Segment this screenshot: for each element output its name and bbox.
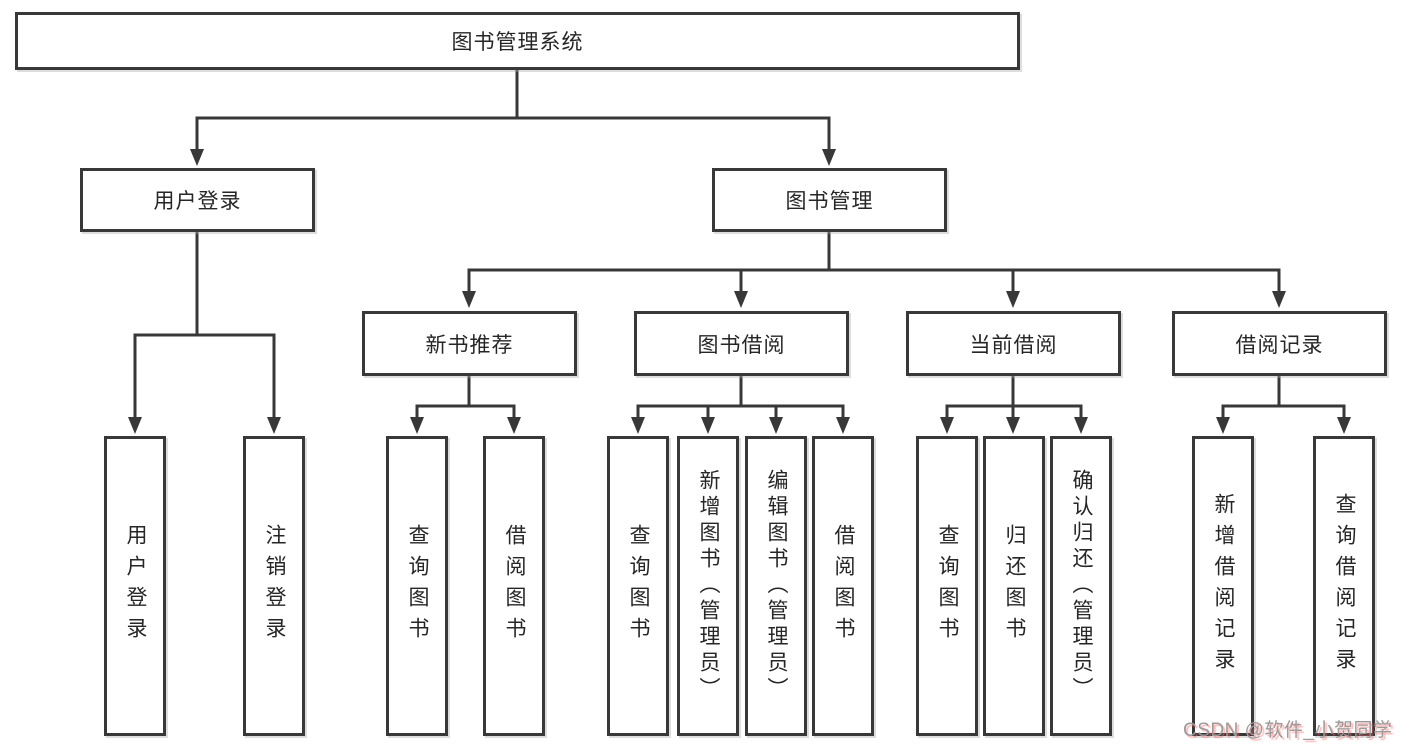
arrowheads: [128, 149, 1351, 434]
leaf-borrowing-edit-books-admin: 编辑图书（管理员）: [745, 436, 807, 736]
leaf-current-return-books: 归还图书: [983, 436, 1045, 736]
node-user-login: 用户登录: [80, 168, 315, 232]
leaf-recommend-query-books: 查询图书: [386, 436, 448, 736]
leaf-current-confirm-return-admin: 确认归还（管理员）: [1050, 436, 1112, 736]
leaf-borrowing-query-books: 查询图书: [607, 436, 669, 736]
node-borrowing-records: 借阅记录: [1172, 311, 1387, 376]
leaf-borrowing-borrow-books: 借阅图书: [812, 436, 874, 736]
node-new-book-recommendation: 新书推荐: [362, 311, 577, 376]
node-book-management: 图书管理: [712, 168, 947, 232]
leaf-borrowing-add-books-admin: 新增图书（管理员）: [677, 436, 739, 736]
leaf-user-login: 用户登录: [104, 436, 166, 736]
csdn-watermark: CSDN @软件_小贺同学: [1183, 720, 1393, 741]
leaf-records-query-record: 查询借阅记录: [1313, 436, 1375, 736]
leaf-logout-login: 注销登录: [243, 436, 305, 736]
leaf-recommend-borrow-books: 借阅图书: [483, 436, 545, 736]
node-book-management-system: 图书管理系统: [15, 12, 1020, 70]
leaf-records-add-record: 新增借阅记录: [1192, 436, 1254, 736]
leaf-current-query-books: 查询图书: [916, 436, 978, 736]
node-book-borrowing: 图书借阅: [634, 311, 849, 376]
node-current-borrowing: 当前借阅: [906, 311, 1121, 376]
